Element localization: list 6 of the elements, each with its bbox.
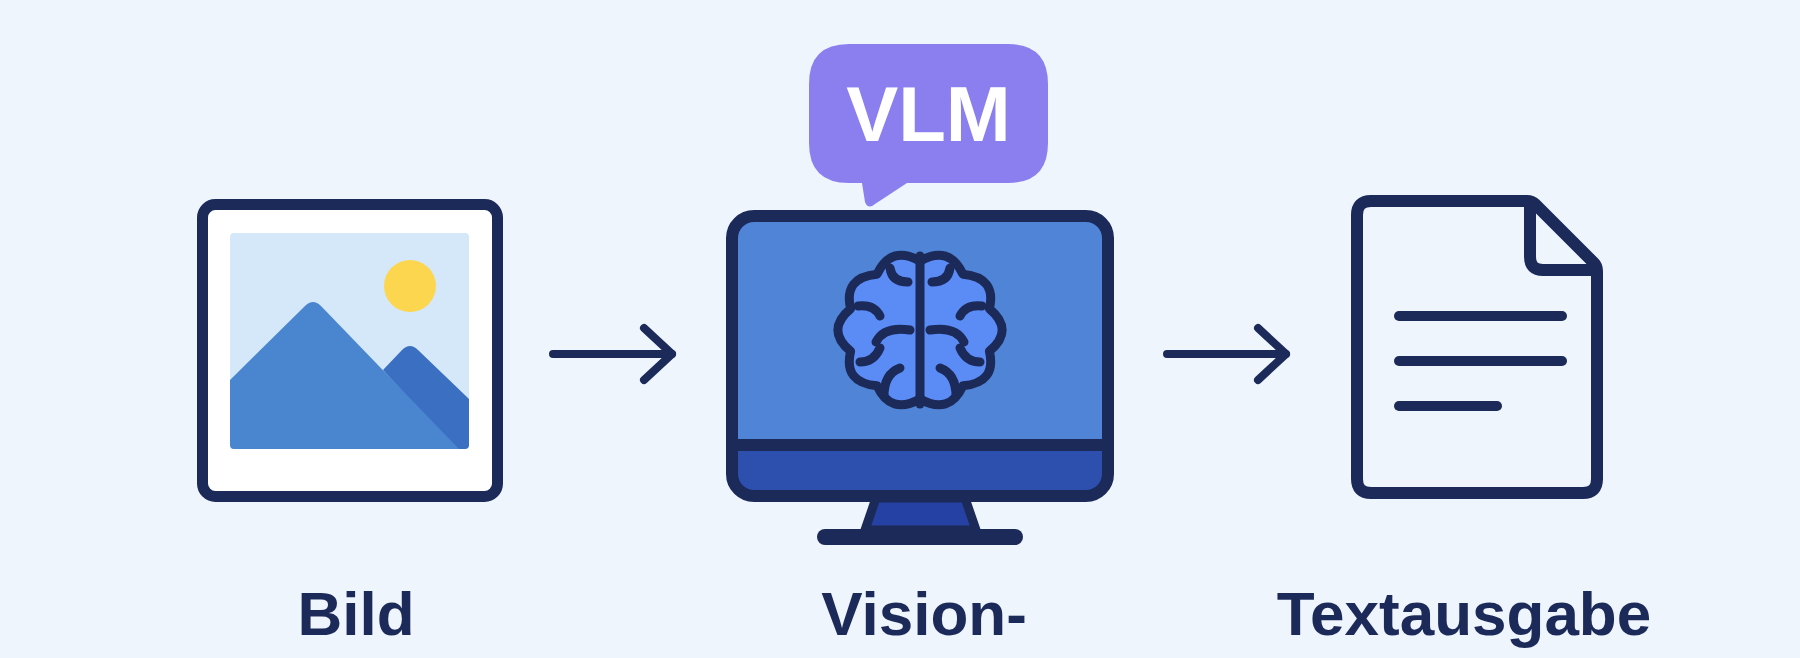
speech-bubble: VLM — [809, 44, 1048, 210]
node-caption: Vision- — [821, 580, 1027, 649]
arrow — [549, 324, 676, 384]
arrow — [1163, 324, 1290, 384]
node-caption: Textausgabe — [1276, 580, 1652, 649]
node-caption: Bild — [297, 580, 415, 649]
